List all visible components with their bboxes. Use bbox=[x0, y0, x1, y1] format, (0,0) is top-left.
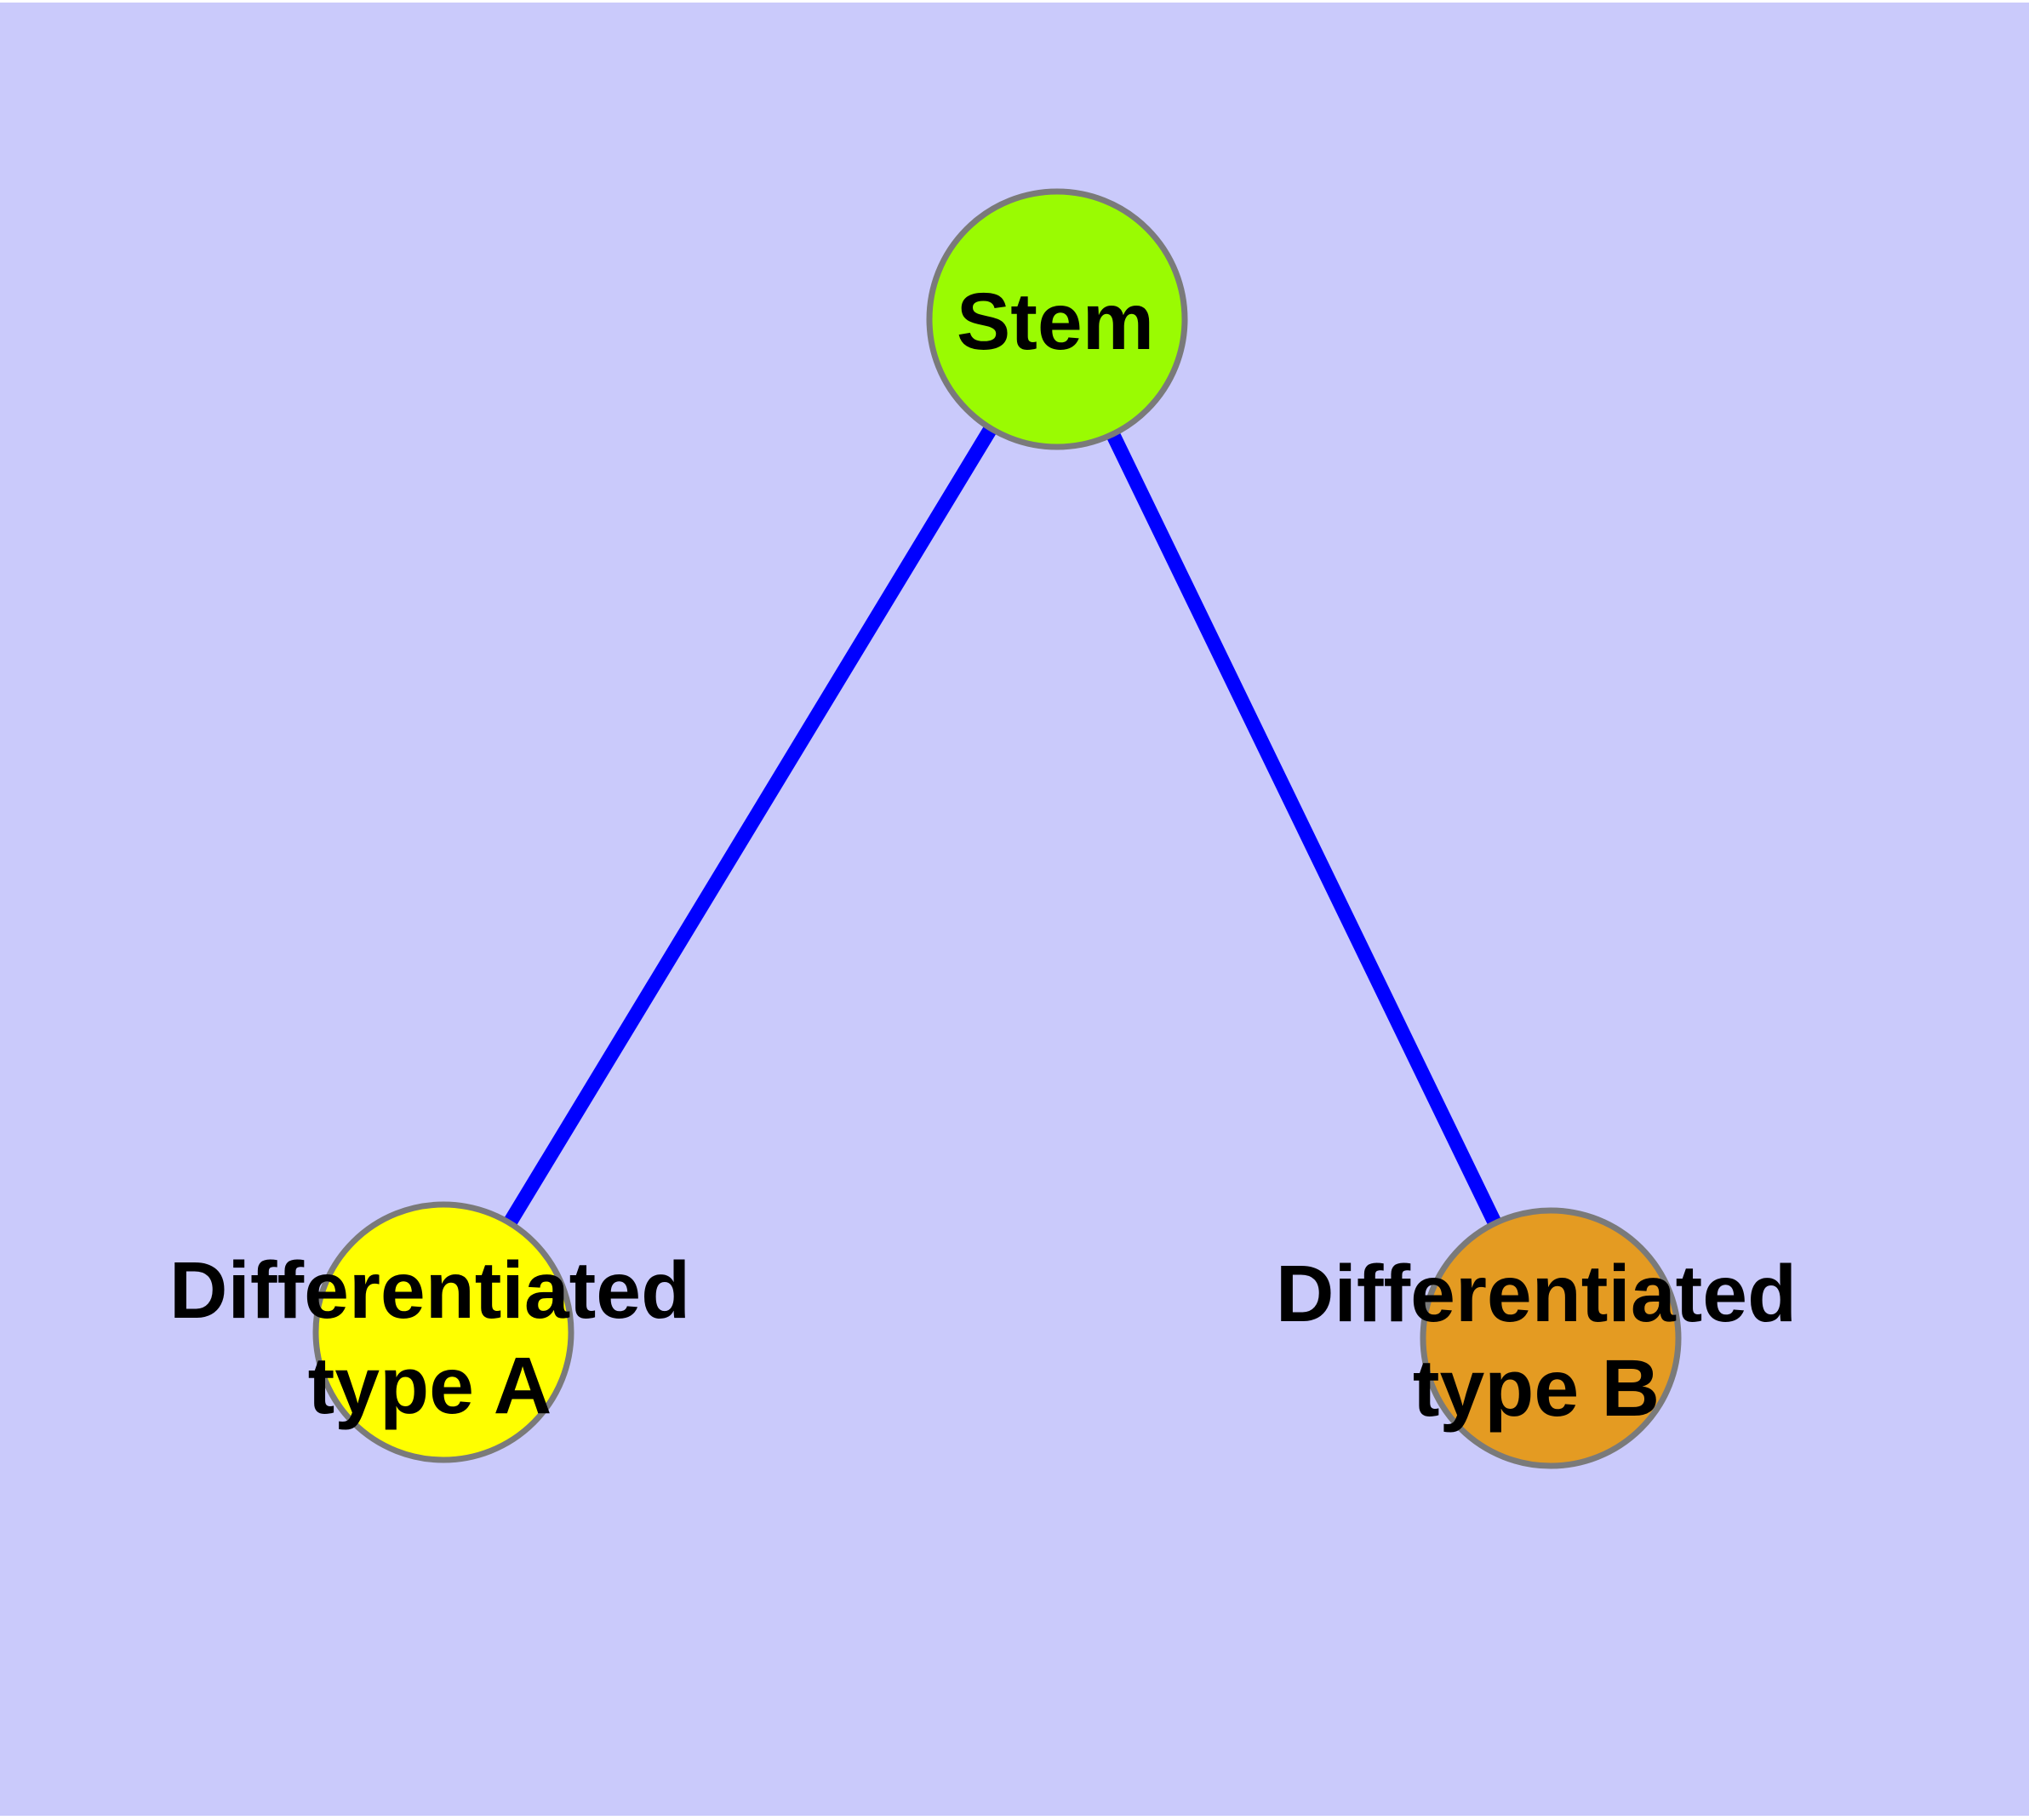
node-differentiated-type-a bbox=[312, 1201, 574, 1463]
node-type-b-label-line2: type B bbox=[1413, 1343, 1660, 1434]
node-type-b-label-line1: Differentiated bbox=[1276, 1249, 1797, 1339]
edge-stem-to-type-a bbox=[437, 315, 1064, 1336]
edge-stem-to-type-b bbox=[1050, 316, 1557, 1342]
node-type-a-label-line1: Differentiated bbox=[169, 1245, 690, 1336]
node-type-a-label-line2: type A bbox=[308, 1341, 552, 1431]
node-stem bbox=[926, 188, 1188, 450]
node-stem-label: Stem bbox=[957, 277, 1154, 367]
node-differentiated-type-b bbox=[1420, 1207, 1682, 1469]
